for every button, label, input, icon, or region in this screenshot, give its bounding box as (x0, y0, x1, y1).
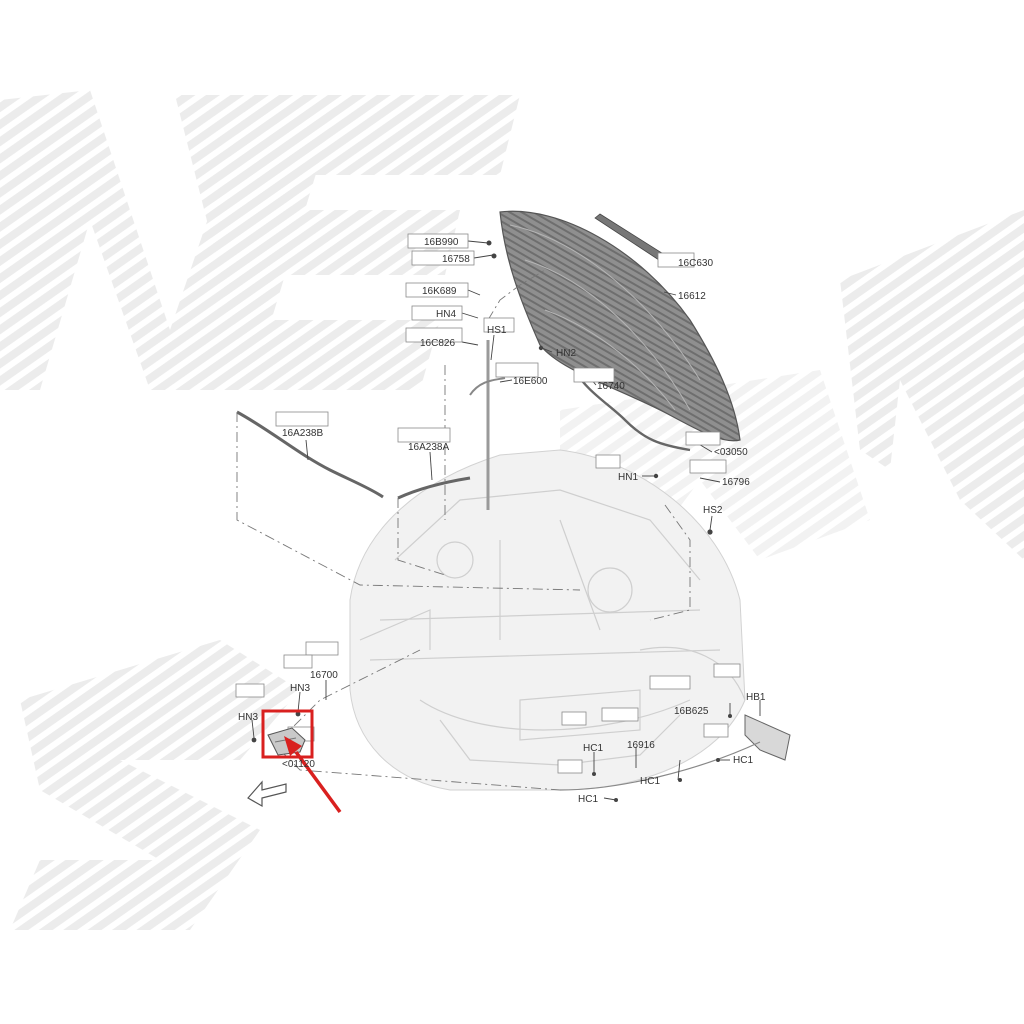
callout-16b990: 16B990 (424, 237, 459, 248)
callout-hc1-left: HC1 (583, 743, 603, 754)
callout-hc1-middle: HC1 (640, 776, 660, 787)
callout-16a238a: 16A238A (408, 442, 449, 453)
callout-01120: <01120 (282, 759, 315, 770)
highlight-arrow (284, 736, 342, 814)
weatherstrip-16a238a (397, 476, 471, 500)
highlight-box (261, 709, 314, 759)
callout-16612: 16612 (678, 291, 706, 302)
label-leaders (251, 240, 761, 801)
callout-hs2: HS2 (703, 505, 723, 516)
fasteners (251, 240, 732, 802)
callout-hc1-right: HC1 (733, 755, 753, 766)
car-front-ghost (349, 449, 746, 791)
release-cable-16740 (573, 369, 691, 452)
callout-labels: 16B990 16758 16K689 HN4 HS1 16C826 HN2 1… (238, 233, 766, 805)
callout-hn1: HN1 (618, 472, 638, 483)
callout-03050: <03050 (714, 447, 748, 458)
callout-16k689: 16K689 (422, 286, 457, 297)
release-handle (744, 714, 791, 761)
callout-hn4: HN4 (436, 309, 456, 320)
callout-16c630: 16C630 (678, 258, 713, 269)
callout-hn3-lower: HN3 (238, 712, 258, 723)
callout-hb1: HB1 (746, 692, 766, 703)
callout-16758: 16758 (442, 254, 470, 265)
callout-16e600: 16E600 (513, 376, 548, 387)
callout-16796: 16796 (722, 477, 750, 488)
callout-16700: 16700 (310, 670, 338, 681)
front-direction-arrow (247, 780, 287, 808)
callout-16c826: 16C826 (420, 338, 455, 349)
reference-boxes (235, 411, 741, 774)
callout-hn3-upper: HN3 (290, 683, 310, 694)
callout-16a238b: 16A238B (282, 428, 323, 439)
callout-hn2: HN2 (556, 348, 576, 359)
weatherstrip-16a238b (236, 410, 384, 499)
hood-panel (499, 210, 741, 442)
callout-hs1: HS1 (487, 325, 507, 336)
callout-16b625: 16B625 (674, 706, 709, 717)
callout-hc1-bottom: HC1 (578, 794, 598, 805)
callout-16740: 16740 (597, 381, 625, 392)
callout-16916: 16916 (627, 740, 655, 751)
